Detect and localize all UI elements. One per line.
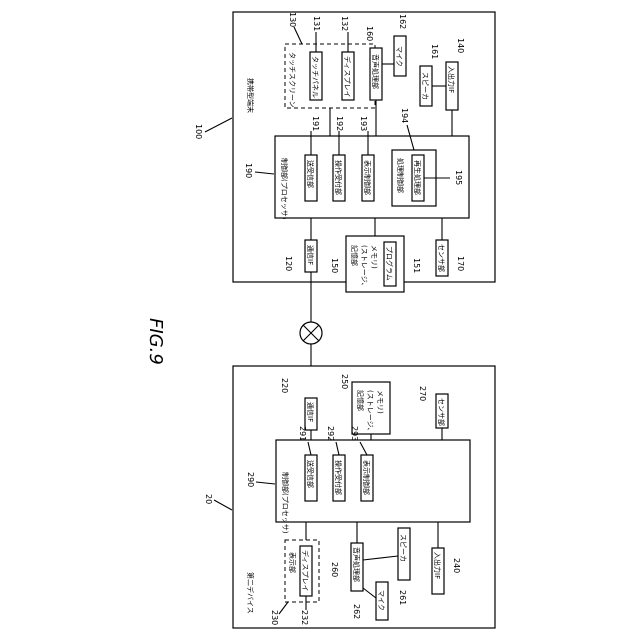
mobile-terminal: 携帯型端末 100 制御部(プロセッサ) 190 送受信部 191 操作受付部 … [194, 12, 495, 292]
terminal-mic-label: マイク [395, 46, 403, 67]
terminal-touchscreen-ref: 130 [288, 12, 297, 27]
device-audio-ref: 260 [330, 562, 339, 577]
terminal-title: 携帯型端末 [246, 78, 255, 113]
device-operation-label: 操作受付部 [334, 460, 343, 495]
terminal-processing-label: 処理制御部 [396, 158, 405, 193]
terminal-touch-panel-ref: 131 [312, 16, 321, 31]
device-operation-ref: 292 [326, 426, 335, 441]
device-ref: 20 [204, 494, 213, 504]
device-audio-label: 音声処理部 [352, 547, 361, 582]
device-mic-ref: 262 [352, 604, 361, 619]
terminal-touchscreen-label: タッチスクリーン [288, 52, 297, 108]
device-transceiver-ref: 291 [298, 426, 307, 441]
terminal-sensor-label: センサ部 [437, 244, 446, 272]
terminal-comm-if-label: 通信IF [306, 245, 315, 265]
terminal-transceiver-ref: 191 [311, 116, 320, 131]
terminal-playback-label: 再生処理部 [413, 160, 422, 195]
terminal-display-label: ディスプレイ [343, 56, 352, 98]
device-sensor-label: センサ部 [437, 398, 446, 426]
device-comm-if-ref: 220 [280, 378, 289, 393]
terminal-display-ctrl-label: 表示制御部 [363, 160, 372, 195]
terminal-storage-ref: 150 [330, 258, 339, 273]
device-mic-label: マイク [377, 590, 385, 611]
device-display-unit-ref: 230 [270, 610, 279, 625]
device-speaker-label: スピーカ [399, 534, 407, 562]
terminal-audio-label: 音声処理部 [371, 54, 380, 89]
device-storage-label2: (ストレージ、 [366, 390, 374, 434]
terminal-storage-label3: メモリ) [370, 245, 378, 269]
device-io-ref: 240 [452, 558, 461, 573]
terminal-processing-ref: 194 [400, 108, 409, 123]
device-storage-label3: メモリ) [376, 390, 384, 414]
terminal-io-ref: 140 [456, 38, 465, 53]
device-control-label: 制御部(プロセッサ) [281, 472, 290, 534]
device-display-ref: 232 [300, 610, 309, 625]
terminal-io-label: 入出力IF [447, 66, 456, 93]
second-device: 第二デバイス 20 通信IF 220 記憶部 (ストレージ、 メモリ) 250 … [204, 366, 495, 628]
device-sensor-ref: 270 [418, 386, 427, 401]
terminal-control-ref: 190 [244, 163, 253, 178]
terminal-control-label: 制御部(プロセッサ) [280, 158, 289, 220]
terminal-comm-if-ref: 120 [284, 256, 293, 271]
terminal-program-label: プログラム [385, 246, 394, 281]
terminal-mic-ref: 162 [398, 14, 407, 29]
terminal-speaker-label: スピーカ [421, 72, 429, 100]
device-display-label: ディスプレイ [301, 550, 310, 592]
device-transceiver-label: 送受信部 [306, 460, 315, 488]
device-storage-label: 記憶部 [356, 390, 365, 411]
device-speaker-ref: 261 [398, 590, 407, 605]
terminal-program-ref: 151 [412, 258, 421, 273]
terminal-sensor-ref: 170 [456, 256, 465, 271]
device-display-unit-label: 表示部 [288, 552, 297, 573]
device-display-ctrl-label: 表示制御部 [362, 460, 371, 495]
device-display-ctrl-ref: 293 [350, 426, 359, 441]
figure-label: FIG.9 [145, 318, 166, 365]
terminal-storage-label: 記憶部 [350, 245, 359, 266]
device-io-label: 入出力IF [433, 552, 442, 579]
terminal-touch-panel-label: タッチパネル [311, 56, 320, 98]
terminal-operation-label: 操作受付部 [334, 160, 343, 195]
terminal-playback-ref: 195 [454, 170, 463, 185]
terminal-display-ref: 132 [340, 16, 349, 31]
terminal-ref: 100 [194, 124, 203, 139]
terminal-operation-ref: 192 [335, 116, 344, 131]
terminal-speaker-ref: 161 [430, 44, 439, 59]
terminal-transceiver-label: 送受信部 [306, 160, 315, 188]
device-comm-if-label: 通信IF [306, 402, 315, 422]
device-title: 第二デバイス [246, 572, 255, 614]
terminal-storage-label2: (ストレージ、 [360, 245, 368, 289]
terminal-audio-ref: 160 [365, 26, 374, 41]
device-control-ref: 290 [246, 472, 255, 487]
device-storage-ref: 250 [340, 374, 349, 389]
terminal-display-ctrl-ref: 193 [359, 116, 368, 131]
